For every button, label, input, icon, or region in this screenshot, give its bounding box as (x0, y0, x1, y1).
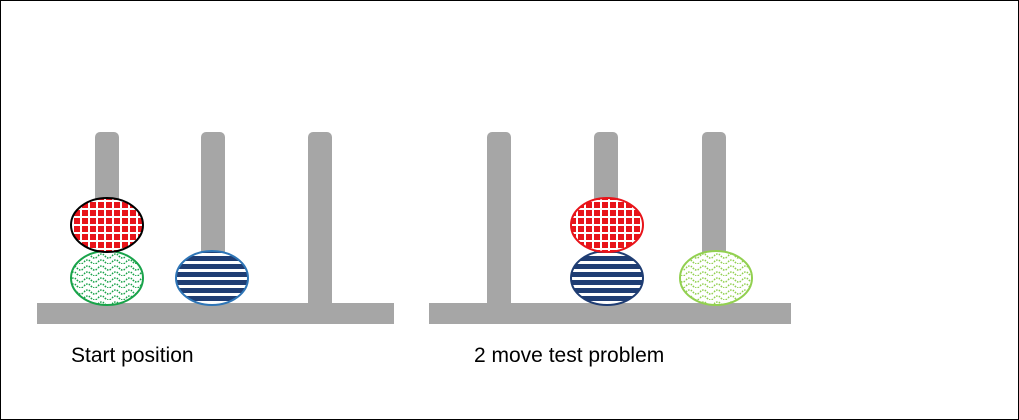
light-green-ball (679, 250, 753, 306)
red-ball (70, 197, 144, 253)
start-position-panel: Start position (37, 132, 394, 367)
start-position-caption: Start position (71, 344, 194, 367)
test-problem-panel: 2 move test problem (429, 132, 791, 367)
base-board (37, 303, 394, 324)
red-ball (570, 197, 644, 253)
green-ball (70, 250, 144, 306)
navy-ball (175, 250, 249, 306)
peg-1 (487, 132, 511, 310)
base-board (429, 303, 791, 324)
test-problem-caption: 2 move test problem (474, 344, 664, 367)
navy-ball (570, 250, 644, 306)
peg-3 (308, 132, 332, 310)
